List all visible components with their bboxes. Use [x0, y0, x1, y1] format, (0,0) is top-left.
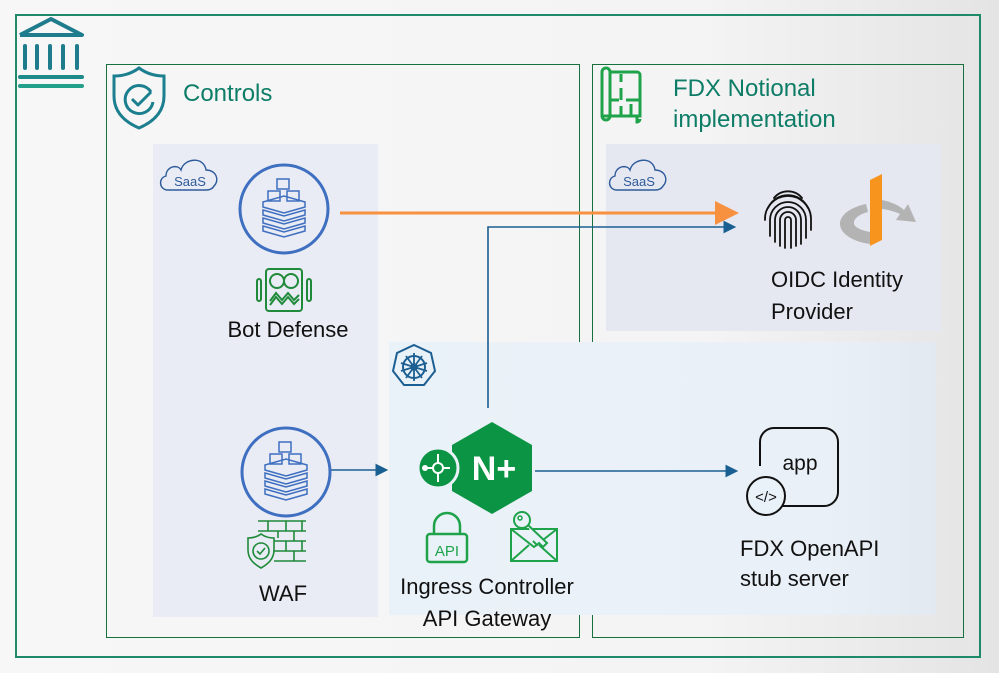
stacked-cubes-icon: [238, 163, 330, 255]
saas-label: SaaS: [174, 174, 206, 189]
app-icon-text: app: [782, 452, 817, 475]
nginx-plus-logo-text: N+: [472, 450, 516, 488]
saas-cloud-icon-idp: SaaS: [608, 159, 667, 191]
bank-building-icon: [18, 17, 84, 88]
bot-defense-label: Bot Defense: [227, 317, 349, 342]
oidc-label-line2: Provider: [771, 299, 853, 324]
fdx-api-label-line2: stub server: [740, 566, 849, 591]
ingress-label-line2: API Gateway: [422, 606, 552, 631]
waf-label: WAF: [258, 581, 308, 606]
key-envelope-icon: [510, 511, 558, 562]
saas-idp-panel: [606, 144, 941, 331]
saas-label-idp: SaaS: [623, 174, 655, 189]
firewall-shield-icon: [247, 520, 306, 569]
stacked-cubes-icon-waf: [240, 426, 332, 518]
kubernetes-helm-icon: [391, 343, 437, 386]
code-icon-text: </>: [755, 489, 777, 506]
arrow-ingress-to-oidc: [487, 220, 737, 408]
saas-cloud-icon: SaaS: [159, 159, 218, 191]
oidc-label-line1: OIDC Identity: [771, 267, 904, 292]
ingress-label-line1: Ingress Controller: [400, 574, 574, 599]
robot-face-icon: [256, 268, 312, 312]
nginx-plus-hexagon-icon: N+: [416, 422, 532, 514]
controls-title: Controls: [183, 80, 273, 107]
organization-frame: [15, 14, 981, 658]
shield-check-icon: [112, 66, 166, 130]
blueprint-floorplan-icon: [600, 66, 642, 124]
fingerprint-icon: [764, 190, 812, 249]
openid-logo-icon: [840, 174, 916, 246]
api-lock-text: API: [435, 543, 459, 560]
api-lock-icon: API: [425, 511, 469, 564]
app-code-icon: app </>: [746, 427, 839, 516]
fdx-title-line1: FDX Notional: [673, 75, 816, 102]
fdx-api-label-line1: FDX OpenAPI: [740, 536, 880, 561]
fdx-title-line2: implementation: [673, 106, 836, 133]
